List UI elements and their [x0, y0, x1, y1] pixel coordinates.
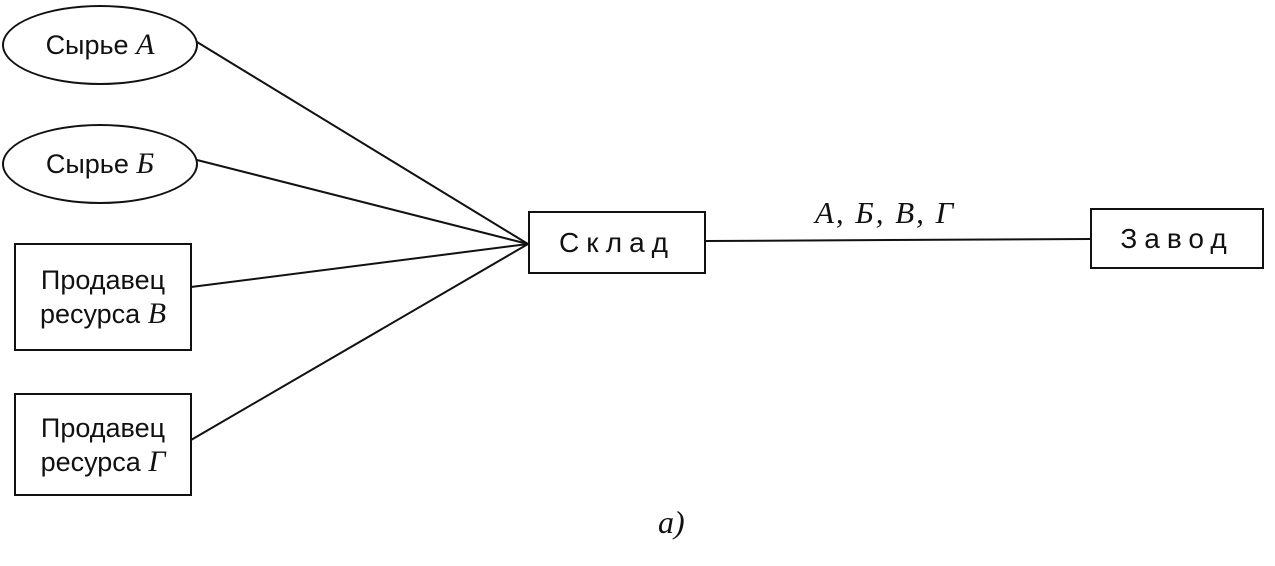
node-raw-a: Сырье А — [2, 5, 198, 85]
node-warehouse: Склад — [528, 211, 706, 274]
node-raw-b: Сырье Б — [2, 124, 198, 204]
node-factory: Завод — [1090, 208, 1264, 269]
edge-seller-g-to-warehouse — [190, 243, 529, 441]
edge-raw-a-to-warehouse — [196, 41, 529, 245]
node-raw-a-var: А — [136, 28, 155, 61]
node-raw-a-text: Сырье — [45, 30, 129, 60]
node-raw-b-var: Б — [136, 147, 155, 180]
node-raw-b-text: Сырье — [45, 149, 129, 179]
node-warehouse-text: Склад — [558, 226, 676, 258]
node-seller-g-line2-wrap: ресурса Г — [41, 445, 166, 479]
node-seller-g-var: Г — [148, 444, 166, 478]
node-factory-text: Завод — [1120, 222, 1234, 254]
edge-seller-v-to-warehouse — [190, 243, 529, 288]
node-seller-v: Продавец ресурса В — [14, 243, 192, 351]
edge-warehouse-to-factory — [705, 238, 1091, 242]
node-seller-g-line1: Продавец — [40, 412, 166, 443]
edge-raw-b-to-warehouse — [196, 159, 529, 245]
node-seller-v-line1: Продавец — [40, 265, 166, 295]
node-seller-v-var: В — [147, 297, 167, 330]
node-seller-v-line2-wrap: ресурса В — [40, 297, 166, 331]
edge-label-resources: А, Б, В, Г — [815, 195, 956, 230]
node-seller-g: Продавец ресурса Г — [14, 393, 192, 496]
node-seller-v-line2: ресурса — [39, 299, 141, 329]
node-seller-g-line2: ресурса — [40, 446, 141, 477]
figure-caption: а) — [658, 504, 685, 540]
